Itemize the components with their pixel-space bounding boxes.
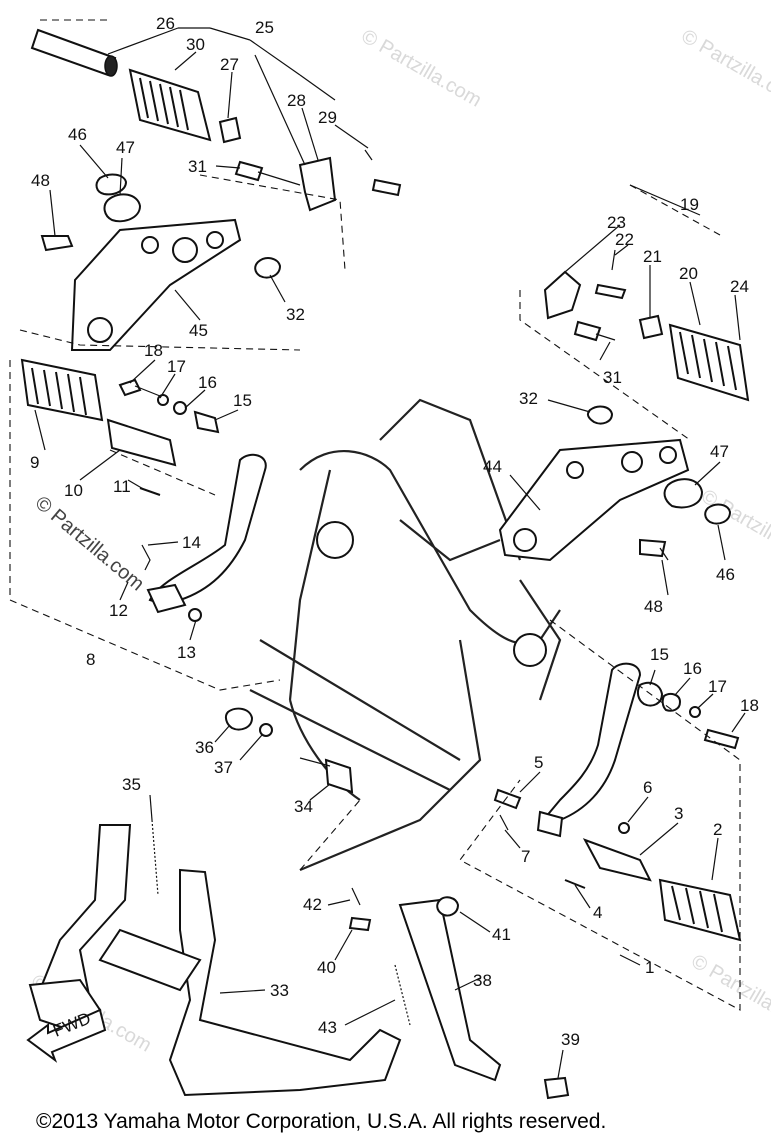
part-label: 11 bbox=[113, 477, 131, 496]
part-label: 20 bbox=[679, 264, 698, 283]
part-number-labels: 26 30 25 27 28 29 31 46 47 48 45 32 19 2… bbox=[30, 14, 759, 1049]
part-label: 48 bbox=[644, 597, 663, 616]
part-label: 47 bbox=[710, 442, 729, 461]
side-stand-assembly bbox=[299, 799, 570, 1100]
watermark-text: © Partzilla.com bbox=[678, 25, 771, 111]
part-label: 31 bbox=[188, 157, 207, 176]
stand-pivot-parts bbox=[224, 707, 354, 794]
part-label: 36 bbox=[195, 738, 214, 757]
part-label: 32 bbox=[286, 305, 305, 324]
part-label: 14 bbox=[182, 533, 201, 552]
part-label: 35 bbox=[122, 775, 141, 794]
front-footrest-right-assembly bbox=[459, 619, 742, 1011]
part-label: 9 bbox=[30, 453, 39, 472]
part-label: 38 bbox=[473, 971, 492, 990]
part-label: 27 bbox=[220, 55, 239, 74]
part-label: 6 bbox=[643, 778, 652, 797]
part-label: 15 bbox=[233, 391, 252, 410]
part-label: 1 bbox=[645, 958, 654, 977]
part-label: 12 bbox=[109, 601, 128, 620]
part-label: 41 bbox=[492, 925, 511, 944]
part-label: 5 bbox=[534, 753, 543, 772]
front-footrest-left-assembly bbox=[9, 358, 281, 691]
part-label: 17 bbox=[167, 357, 186, 376]
part-label: 48 bbox=[31, 171, 50, 190]
part-label: 25 bbox=[255, 18, 274, 37]
part-label: 3 bbox=[674, 804, 683, 823]
part-label: 10 bbox=[64, 481, 83, 500]
part-label: 18 bbox=[740, 696, 759, 715]
part-label: 47 bbox=[116, 138, 135, 157]
part-label: 19 bbox=[680, 195, 699, 214]
part-label: 13 bbox=[177, 643, 196, 662]
part-label: 15 bbox=[650, 645, 669, 664]
watermark-text: © Partzilla.com bbox=[358, 25, 486, 111]
part-label: 17 bbox=[708, 677, 727, 696]
part-label: 34 bbox=[294, 797, 313, 816]
rear-footrest-right-assembly bbox=[519, 184, 750, 441]
part-label: 4 bbox=[593, 903, 602, 922]
part-label: 24 bbox=[730, 277, 749, 296]
part-label: 28 bbox=[287, 91, 306, 110]
part-label: 23 bbox=[607, 213, 626, 232]
part-label: 22 bbox=[615, 230, 634, 249]
part-label: 43 bbox=[318, 1018, 337, 1037]
part-label: 8 bbox=[86, 650, 95, 669]
part-label: 18 bbox=[144, 341, 163, 360]
part-label: 46 bbox=[716, 565, 735, 584]
part-label: 16 bbox=[683, 659, 702, 678]
part-label: 44 bbox=[483, 457, 502, 476]
part-label: 46 bbox=[68, 125, 87, 144]
part-label: 21 bbox=[643, 247, 662, 266]
part-label: 2 bbox=[713, 820, 722, 839]
part-label: 39 bbox=[561, 1030, 580, 1049]
watermark-partzilla: © Partzilla.com bbox=[31, 492, 148, 595]
part-label: 29 bbox=[318, 108, 337, 127]
part-label: 40 bbox=[317, 958, 336, 977]
watermark-text: © Partzilla.com bbox=[688, 950, 771, 1036]
part-label: 37 bbox=[214, 758, 233, 777]
watermark-text: © Partzilla.com bbox=[698, 485, 771, 571]
part-label: 31 bbox=[603, 368, 622, 387]
part-label: 30 bbox=[186, 35, 205, 54]
part-label: 16 bbox=[198, 373, 217, 392]
part-label: 32 bbox=[519, 389, 538, 408]
rear-footrest-bracket-left bbox=[19, 173, 301, 351]
main-stand-assembly bbox=[28, 819, 402, 1097]
rear-footrest-bracket-right bbox=[498, 405, 732, 562]
part-label: 33 bbox=[270, 981, 289, 1000]
leader-lines bbox=[34, 27, 746, 1079]
part-label: 45 bbox=[189, 321, 208, 340]
part-label: 26 bbox=[156, 14, 175, 33]
part-label: 42 bbox=[303, 895, 322, 914]
copyright-notice: ©2013 Yamaha Motor Corporation, U.S.A. A… bbox=[36, 1110, 607, 1133]
rear-footrest-left-assembly bbox=[30, 19, 402, 271]
part-label: 7 bbox=[521, 847, 530, 866]
frame-outline bbox=[249, 398, 562, 872]
